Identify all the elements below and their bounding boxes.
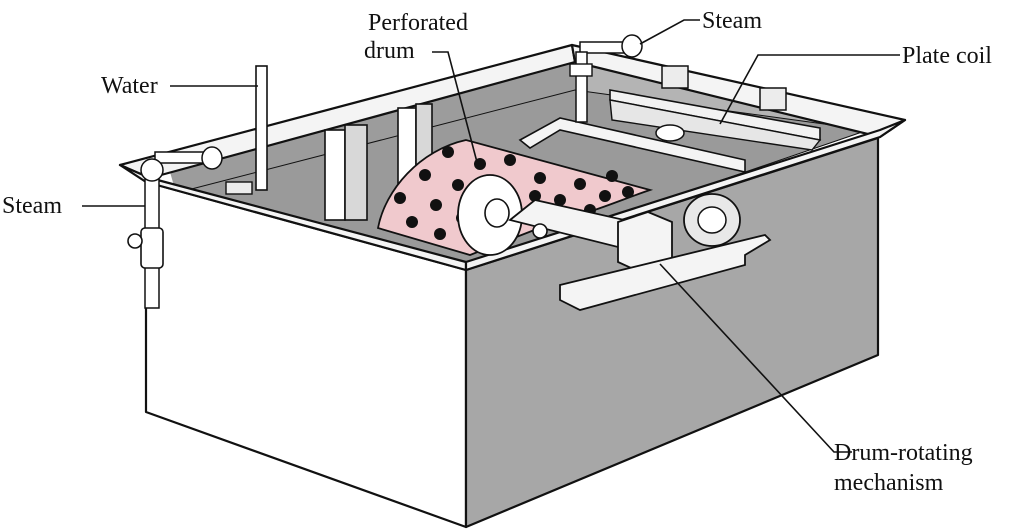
label-water: Water [101,73,158,99]
plate-coil-face [609,99,822,151]
leader-drum-rotating [659,263,852,453]
label-plate-coil: Plate coil [902,43,992,69]
drum-hole [599,190,611,202]
label-perforated-drum-line1: Perforated [368,10,468,36]
labels: Perforated drum Steam Water Plate coil S… [2,8,992,496]
drum-hole [394,192,406,204]
plate-coil [609,65,822,151]
anode-bar-1-side [344,124,368,221]
tank [118,43,907,529]
steam-pipe-top-joint [569,63,593,77]
drum-hole [442,146,454,158]
label-perforated-drum-line2: drum [364,38,415,64]
plate-coil-clamp-2 [759,87,787,111]
leader-plate-coil [719,54,900,125]
drum-hole [622,186,634,198]
drum-hole [574,178,586,190]
plate-coil-clamp-1 [661,65,689,89]
drum-end-hub [484,198,510,228]
drum-hole [606,170,618,182]
tank-inner-back-wall [170,62,575,193]
steam-pipe-top [569,34,643,123]
label-drum-rotating-line2: mechanism [834,470,944,496]
leader-perforated-drum [432,51,479,167]
anode-bars [324,103,433,221]
label-drum-rotating-line1: Drum-rotating [834,440,973,466]
water-pipe-base [225,181,253,195]
leader-steam-top [639,19,700,45]
mechanism-bracket [559,234,772,311]
steam-pipe-top-vertical [575,51,588,123]
leader-lines [82,19,900,453]
drum-hole [529,190,541,202]
steam-valve-handle [127,233,143,249]
mechanism-arm-pin [532,223,548,239]
drum-hole [434,228,446,240]
drum-hole [419,169,431,181]
label-steam-top: Steam [702,8,762,34]
water-pipe-tube [255,65,268,191]
steam-pipe-left-top-fitting [140,158,164,182]
plate-coil-fitting [655,124,685,142]
mechanism-pulley-inner [697,206,727,234]
drum-hole [504,154,516,166]
mechanism-frame [518,117,746,174]
drum-hole [430,199,442,211]
drum-hole [452,179,464,191]
steam-pipe-left-elbow [201,146,223,170]
steam-pipe-left [127,146,223,309]
steam-valve-body [140,227,164,269]
drum-rotating-mechanism [508,117,772,311]
steam-pipe-top-elbow [621,34,643,58]
anode-bar-1 [324,129,346,221]
drum-hole [554,194,566,206]
drum-hole [534,172,546,184]
label-steam-left: Steam [2,193,62,219]
water-pipe [225,65,268,195]
drum-hole [406,216,418,228]
